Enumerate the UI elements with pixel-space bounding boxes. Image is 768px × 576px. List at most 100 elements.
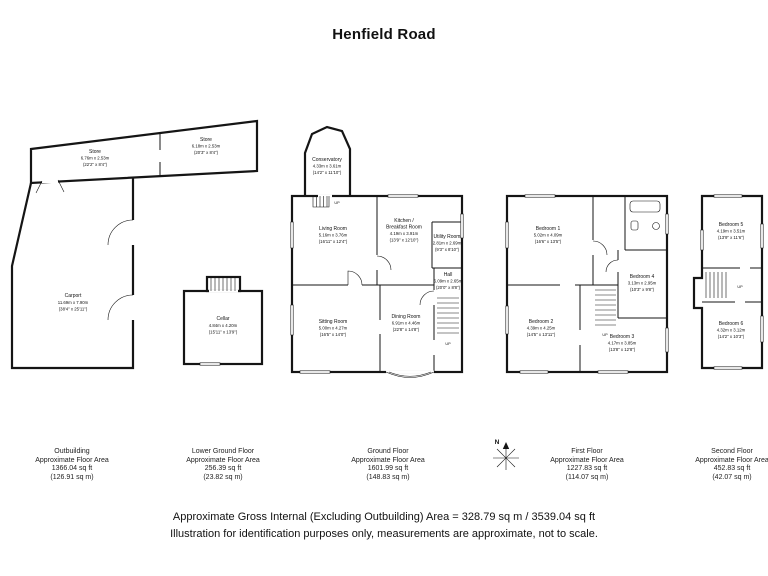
caption-floor-name: Lower Ground Floor [191, 448, 255, 455]
floorplan-lower-ground: Cellar 4.84m x 4.20m (15'11" x 13'9") [182, 275, 264, 366]
room-label-bedroom-6: Bedroom 6 4.32m x 3.12m (14'2" x 10'3") [717, 321, 746, 339]
window [460, 213, 464, 239]
floorplan-first: UP Bedroom 1 5.02m x 4.09m (16'6" x 13'5… [505, 194, 669, 374]
room-imperial: (15'11" x 13'9") [209, 330, 238, 335]
caption-second: Second Floor Approximate Floor Area 452.… [682, 448, 768, 482]
caption-area-sqm: (23.82 sq m) [203, 473, 243, 481]
room-label-store-1: Store 6.76m x 2.53m (22'2" x 8'4") [81, 149, 110, 167]
room-name: Sitting Room [319, 319, 348, 325]
room-metric: 4.19m x 3.51m [717, 229, 746, 234]
door-arc [592, 240, 608, 256]
up-label: UP [334, 201, 340, 205]
room-metric: 6.09m x 2.65m [434, 279, 463, 284]
room-label-bedroom-2: Bedroom 2 4.39m x 4.25m (14'5" x 13'11") [527, 319, 556, 337]
room-metric: 4.84m x 4.20m [209, 323, 238, 328]
door-arc [347, 270, 363, 286]
caption-area-title: Approximate Floor Area [351, 456, 425, 464]
caption-area-title: Approximate Floor Area [186, 456, 260, 464]
door-arc [376, 255, 392, 271]
identification-line: Illustration for identification purposes… [170, 528, 598, 540]
room-metric: 5.02m x 4.09m [534, 233, 563, 238]
window [713, 194, 743, 198]
page-title: Henfield Road [332, 26, 436, 43]
caption-area-sqft: 452.83 sq ft [713, 465, 751, 473]
room-name: Kitchen / [394, 218, 414, 224]
room-name: Store [200, 137, 212, 143]
room-label-sitting-room: Sitting Room 5.00m x 4.27m (16'5" x 14'0… [319, 319, 348, 337]
window [597, 370, 629, 374]
room-label-dining-room: Dining Room 6.91m x 4.46m (22'8" x 14'8"… [392, 314, 421, 332]
caption-area-title: Approximate Floor Area [550, 456, 624, 464]
room-name: Breakfast Room [386, 225, 422, 231]
room-imperial: (14'2" x 11'10") [313, 170, 342, 175]
room-name: Store [89, 149, 101, 155]
room-imperial: (14'5" x 13'11") [527, 332, 556, 337]
caption-ground: Ground Floor Approximate Floor Area 1601… [338, 448, 438, 482]
gross-area-line: Approximate Gross Internal (Excluding Ou… [172, 511, 596, 523]
up-label: UP [737, 285, 743, 289]
caption-floor-name: Ground Floor [367, 448, 409, 455]
room-label-bedroom-3: Bedroom 3 4.17m x 3.85m (13'8" x 12'8") [608, 334, 637, 352]
room-name: Bedroom 1 [536, 226, 561, 232]
caption-floor-name: First Floor [571, 448, 603, 455]
room-imperial: (13'9" x 11'6") [718, 235, 745, 240]
caption-area-sqm: (114.07 sq m) [565, 473, 609, 481]
room-metric: 4.39m x 4.25m [527, 326, 556, 331]
room-name: Bedroom 3 [610, 334, 635, 340]
up-label: UP [602, 333, 608, 337]
room-imperial: (22'2" x 8'4") [83, 162, 108, 167]
room-label-store-2: Store 6.18m x 2.53m (20'3" x 8'4") [192, 137, 221, 155]
window [713, 366, 743, 370]
room-name: Dining Room [392, 314, 421, 320]
room-name: Living Room [319, 226, 347, 232]
window [519, 370, 549, 374]
window [299, 370, 331, 374]
room-label-bedroom-4: Bedroom 4 3.13m x 2.95m (10'3" x 9'8") [628, 274, 657, 292]
window [760, 315, 764, 343]
sink-icon [652, 222, 660, 230]
room-label-bedroom-5: Bedroom 5 4.19m x 3.51m (13'9" x 11'6") [717, 222, 746, 240]
floorplan-outbuilding: Store 6.76m x 2.53m (22'2" x 8'4") Store… [10, 119, 259, 370]
room-imperial: (16'6" x 13'5") [535, 239, 562, 244]
window [665, 213, 669, 235]
window [700, 229, 704, 251]
door-arc [605, 259, 619, 273]
up-label: UP [445, 342, 451, 346]
room-imperial: (16'11" x 12'4") [319, 239, 348, 244]
caption-area-sqft: 1366.04 sq ft [51, 465, 93, 473]
caption-area-sqm: (42.07 sq m) [712, 473, 752, 481]
caption-area-sqft: 256.39 sq ft [204, 465, 242, 473]
toilet-icon [630, 220, 639, 231]
room-name: Bedroom 6 [719, 321, 744, 327]
room-metric: 3.13m x 2.95m [628, 281, 657, 286]
room-metric: 6.91m x 4.46m [392, 321, 421, 326]
room-name: Conservatory [312, 157, 342, 163]
room-name: Utility Room [434, 234, 461, 240]
room-label-utility: Utility Room 2.81m x 2.69m (9'3" x 8'10"… [433, 234, 462, 252]
caption-floor-name: Second Floor [711, 448, 753, 455]
room-label-cellar: Cellar 4.84m x 4.20m (15'11" x 13'9") [209, 316, 238, 335]
room-metric: 6.18m x 2.53m [192, 144, 221, 149]
bathtub-icon [629, 200, 661, 213]
room-metric: 5.16m x 3.76m [319, 233, 348, 238]
room-metric: 4.32m x 3.12m [717, 328, 746, 333]
window [665, 327, 669, 353]
window [524, 194, 556, 198]
room-label-bedroom-1: Bedroom 1 5.02m x 4.09m (16'6" x 13'5") [534, 226, 563, 244]
caption-lower-ground: Lower Ground Floor Approximate Floor Are… [173, 448, 273, 482]
caption-floor-name: Outbuilding [54, 448, 90, 455]
window [760, 223, 764, 249]
stairs [437, 297, 459, 334]
stairs [705, 272, 727, 298]
room-label-conservatory: Conservatory 4.33m x 3.61m (14'2" x 11'1… [312, 157, 342, 175]
window [505, 221, 509, 249]
caption-area-title: Approximate Floor Area [35, 456, 109, 464]
room-name: Cellar [216, 316, 229, 322]
room-imperial: (13'9" x 12'10") [390, 238, 419, 243]
room-metric: 5.00m x 4.27m [319, 326, 348, 331]
caption-area-sqm: (126.91 sq m) [50, 473, 94, 481]
room-name: Carport [65, 293, 82, 299]
room-imperial: (20'3" x 8'4") [194, 150, 219, 155]
caption-area-sqft: 1227.83 sq ft [566, 465, 608, 473]
